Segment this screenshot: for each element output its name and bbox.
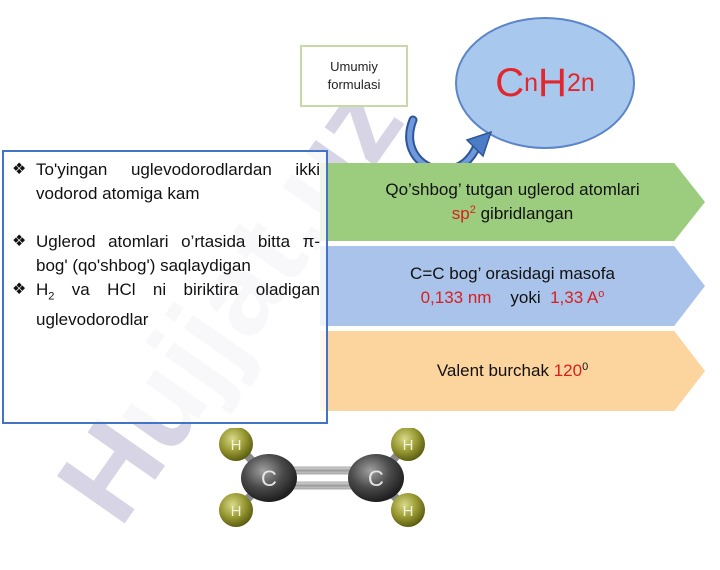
- carbon-atom: C: [241, 454, 297, 502]
- list-item-text: To'yingan uglevodorodlardan ikki vodorod…: [36, 160, 320, 203]
- length-nm: 0,133 nm: [420, 288, 492, 307]
- diamond-bullet-icon: ❖: [12, 161, 27, 178]
- chevron-1-line1: Qo’shbog’ tutgan uglerod atomlari: [385, 180, 640, 199]
- angle-value: 120: [553, 361, 583, 380]
- or-text: yoki: [510, 288, 541, 307]
- ethylene-molecule-model: H H H H C C: [219, 428, 425, 527]
- formula-2n: 2n: [566, 68, 595, 97]
- list-item-text: va HCl ni biriktira oladigan uglevodorod…: [36, 280, 320, 330]
- h2-subscript: 2: [48, 290, 55, 303]
- chevron-2-line1: C=C bog’ orasidagi masofa: [410, 264, 615, 283]
- formula-h: H: [538, 60, 567, 105]
- sp-superscript: 2: [469, 204, 476, 216]
- formula-n: n: [524, 68, 539, 97]
- chevron-hybridization: Qo’shbog’ tutgan uglerod atomlari sp2 gi…: [320, 163, 705, 241]
- hydrogen-atom: H: [391, 428, 425, 461]
- hybridized-text: gibridlangan: [475, 204, 574, 223]
- formula-label-line2: formulasi: [327, 77, 381, 92]
- degree-superscript: 0: [582, 361, 589, 373]
- formula-label-box: Umumiy formulasi: [300, 45, 408, 107]
- length-angstrom: 1,33 A: [550, 288, 599, 307]
- list-item: ❖ To'yingan uglevodorodlardan ikki vodor…: [8, 158, 320, 206]
- svg-text:H: H: [403, 437, 414, 454]
- h2-text: H: [36, 280, 49, 299]
- svg-text:C: C: [368, 466, 384, 491]
- diamond-bullet-icon: ❖: [12, 281, 27, 298]
- chevron-valence-angle: Valent burchak 1200: [320, 331, 705, 411]
- formula-label-line1: Umumiy: [330, 59, 378, 74]
- list-item-text: Uglerod atomlari o’rtasida bitta π-bog' …: [36, 232, 320, 275]
- angstrom-superscript: o: [598, 288, 605, 300]
- hydrogen-atom: H: [391, 493, 425, 527]
- diamond-bullet-icon: ❖: [12, 233, 27, 250]
- list-item: ❖ Uglerod atomlari o’rtasida bitta π-bog…: [8, 230, 320, 278]
- svg-text:C: C: [261, 466, 277, 491]
- chevron-2-line2: 0,133 nm yoki 1,33 Ao: [421, 286, 605, 310]
- chevron-bond-length: C=C bog’ orasidagi masofa 0,133 nm yoki …: [320, 246, 705, 326]
- valence-angle-text: Valent burchak: [436, 361, 554, 380]
- formula-c: C: [495, 60, 525, 105]
- list-item: ❖ H2 va HCl ni biriktira oladigan uglevo…: [8, 278, 320, 332]
- properties-list: ❖ To'yingan uglevodorodlardan ikki vodor…: [2, 150, 328, 424]
- svg-text:H: H: [231, 437, 242, 454]
- carbon-atom: C: [348, 454, 404, 502]
- svg-text:H: H: [231, 503, 242, 520]
- svg-text:H: H: [403, 503, 414, 520]
- sp-label: sp: [451, 204, 470, 223]
- chevron-3-line: Valent burchak 1200: [437, 359, 588, 383]
- hydrogen-atom: H: [219, 428, 253, 461]
- chevron-1-line2: sp2 gibridlangan: [452, 202, 573, 226]
- hydrogen-atom: H: [219, 493, 253, 527]
